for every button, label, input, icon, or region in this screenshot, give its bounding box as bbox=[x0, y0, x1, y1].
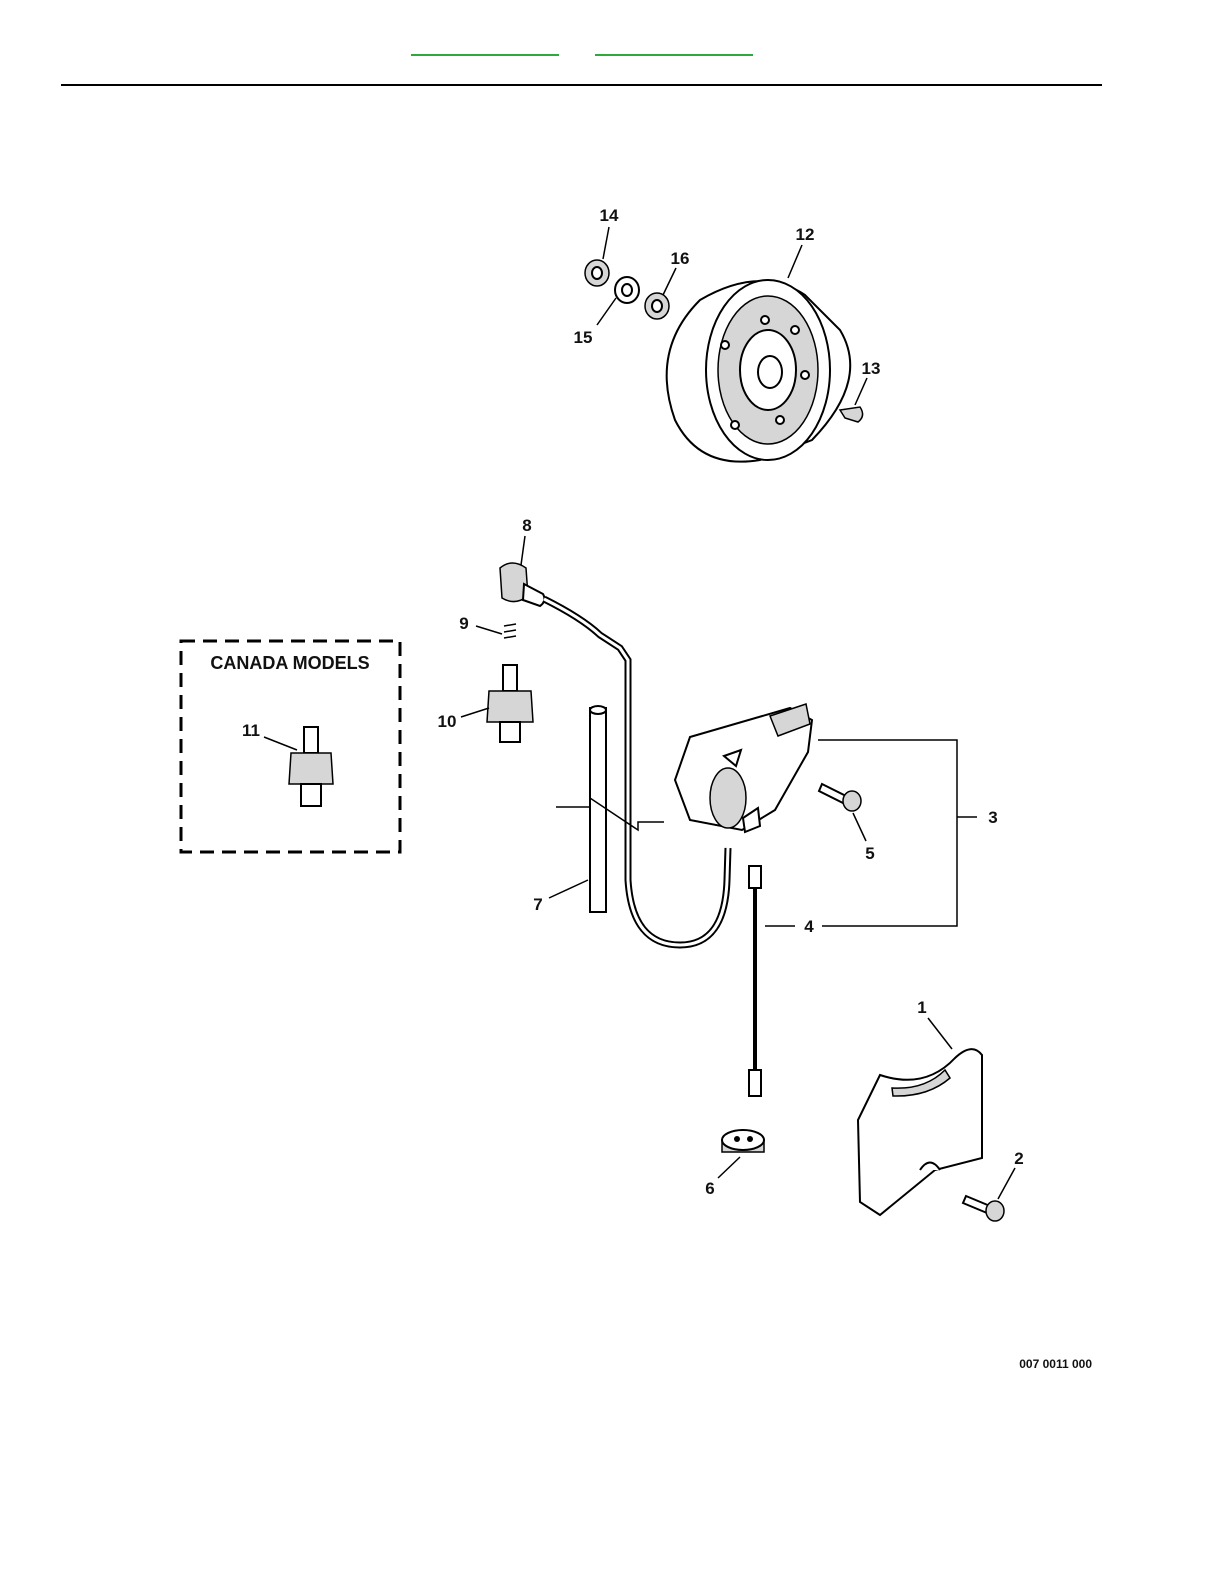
callout-1: 1 bbox=[917, 998, 926, 1017]
callout-7: 7 bbox=[533, 895, 542, 914]
figure-id: 007 0011 000 bbox=[1019, 1357, 1092, 1371]
stop-wire-part-4 bbox=[749, 866, 761, 1096]
grommet-part-6 bbox=[722, 1130, 764, 1152]
callout-8: 8 bbox=[522, 516, 531, 535]
callout-9: 9 bbox=[459, 614, 468, 633]
callout-15: 15 bbox=[574, 328, 593, 347]
callout-11: 11 bbox=[242, 721, 260, 740]
callout-14: 14 bbox=[600, 206, 619, 225]
canada-models-title: CANADA MODELS bbox=[210, 653, 369, 673]
callout-2: 2 bbox=[1014, 1149, 1023, 1168]
callout-16: 16 bbox=[671, 249, 690, 268]
spark-plug-part-11 bbox=[289, 727, 333, 806]
callout-10: 10 bbox=[438, 712, 457, 731]
callout-13: 13 bbox=[862, 359, 881, 378]
callout-6: 6 bbox=[705, 1179, 714, 1198]
spring-part-9 bbox=[504, 624, 516, 638]
screw-part-2 bbox=[963, 1196, 1004, 1221]
break-line bbox=[556, 798, 664, 830]
nut-part-14 bbox=[585, 260, 609, 286]
flywheel-part-12 bbox=[667, 280, 851, 462]
tube-part-7 bbox=[590, 706, 606, 912]
spark-plug-cap-part-8 bbox=[500, 563, 544, 606]
washer-part-15 bbox=[615, 277, 639, 303]
leader-lines bbox=[264, 227, 1015, 1199]
ignition-coil-part-3 bbox=[675, 704, 812, 832]
spark-plug-part-10 bbox=[487, 665, 533, 742]
callout-3: 3 bbox=[988, 808, 997, 827]
washer-part-16 bbox=[645, 293, 669, 319]
key-part-13 bbox=[840, 407, 863, 422]
callout-12: 12 bbox=[796, 225, 815, 244]
cover-part-1 bbox=[858, 1049, 982, 1215]
callout-5: 5 bbox=[865, 844, 874, 863]
callout-4: 4 bbox=[804, 917, 814, 936]
screw-part-5 bbox=[819, 784, 861, 811]
